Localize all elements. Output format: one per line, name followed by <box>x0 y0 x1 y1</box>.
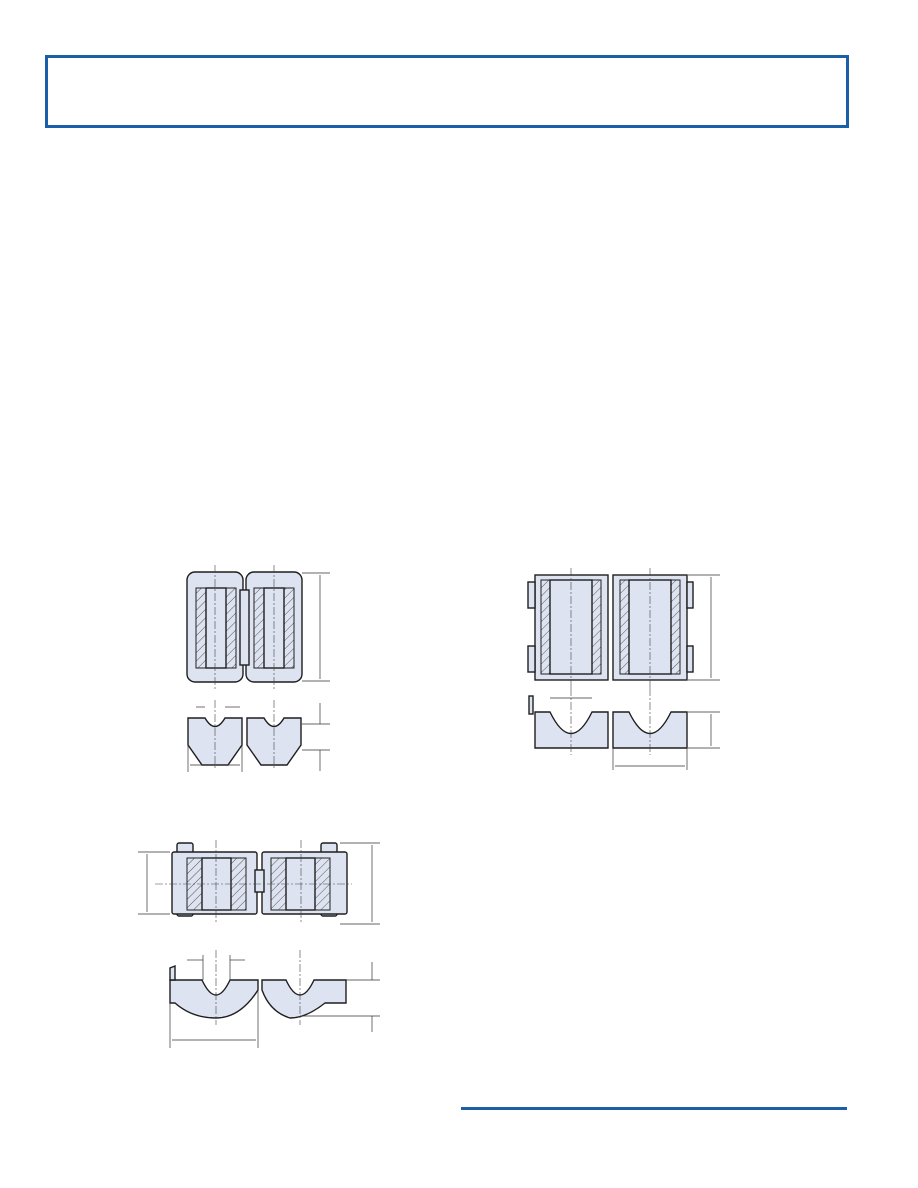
figure-1-top-view <box>186 565 330 690</box>
figure-3-top-view <box>138 840 380 925</box>
figure-1-end-view <box>187 700 330 772</box>
footer-rule <box>461 1107 847 1110</box>
figure-3-end-view <box>169 950 380 1048</box>
header-box <box>45 55 849 128</box>
figure-2-end-view <box>528 688 720 770</box>
figure-2-top-view <box>527 568 720 688</box>
